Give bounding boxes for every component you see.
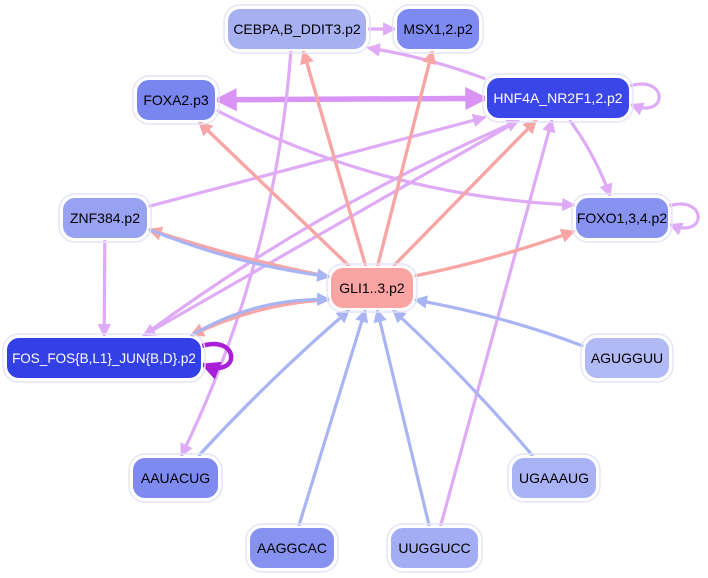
- node-box: [248, 526, 336, 570]
- edge-FOS-GLI[interactable]: [190, 292, 331, 337]
- node-selection-ring: [482, 73, 634, 123]
- edge-AGUGGUU-GLI[interactable]: [413, 295, 584, 348]
- node-CEBPA[interactable]: CEBPA,B_DDIT3.p2: [223, 4, 371, 54]
- edge-GLI-FOXA2[interactable]: [198, 121, 350, 267]
- node-box: [131, 456, 220, 500]
- edge-AAGGCAC-GLI[interactable]: [297, 308, 369, 527]
- edge-FOXA2-FOXO[interactable]: [216, 109, 576, 212]
- node-label: AAUACUG: [141, 470, 210, 486]
- node-FOS[interactable]: FOS_FOS{B,L1}_JUN{B,D}.p2: [2, 333, 206, 383]
- node-label: FOS_FOS{B,L1}_JUN{B,D}.p2: [12, 351, 196, 366]
- node-box: [395, 7, 481, 51]
- node-UGAAAUG[interactable]: UGAAAUG: [507, 453, 601, 503]
- edge-GLI-FOXO[interactable]: [414, 228, 576, 278]
- edge-ZNF384-FOS[interactable]: [97, 239, 111, 338]
- node-selection-ring: [326, 263, 418, 313]
- node-box: [226, 7, 368, 51]
- node-selection-ring: [132, 75, 220, 125]
- edge-CEBPA-AAUACUG[interactable]: [180, 50, 293, 458]
- node-AAUACUG[interactable]: AAUACUG: [128, 453, 223, 503]
- node-selection-ring: [128, 453, 223, 503]
- node-AAGGCAC[interactable]: AAGGCAC: [245, 523, 339, 573]
- node-selection-ring: [2, 333, 206, 383]
- edge-GLI-HNF4A[interactable]: [392, 119, 538, 267]
- node-selection-ring: [571, 193, 673, 243]
- node-label: AGUGGUU: [591, 350, 663, 366]
- node-selection-ring: [580, 333, 674, 383]
- node-selection-ring: [507, 453, 601, 503]
- edge-UUGGUCC-GLI[interactable]: [373, 308, 431, 527]
- self-loop-HNF4A[interactable]: [625, 82, 661, 116]
- node-label: CEBPA,B_DDIT3.p2: [233, 21, 361, 37]
- node-FOXA2[interactable]: FOXA2.p3: [132, 75, 220, 125]
- node-box: [389, 526, 480, 570]
- node-selection-ring: [223, 4, 371, 54]
- node-box: [5, 336, 203, 380]
- node-box: [135, 78, 217, 122]
- node-label: AAGGCAC: [257, 540, 327, 556]
- node-box: [329, 266, 415, 310]
- node-box: [583, 336, 671, 380]
- edge-AAUACUG-GLI[interactable]: [197, 309, 351, 457]
- node-ZNF384[interactable]: ZNF384.p2: [58, 193, 152, 243]
- node-label: FOXO1,3,4.p2: [577, 210, 667, 226]
- node-label: HNF4A_NR2F1,2.p2: [493, 90, 622, 106]
- node-MSX1[interactable]: MSX1,2.p2: [392, 4, 484, 54]
- edge-GLI-MSX1[interactable]: [376, 49, 437, 267]
- node-UUGGUCC[interactable]: UUGGUCC: [386, 523, 483, 573]
- node-box: [574, 196, 670, 240]
- node-selection-ring: [58, 193, 152, 243]
- node-selection-ring: [245, 523, 339, 573]
- edge-ZNF384-HNF4A[interactable]: [148, 113, 487, 208]
- edge-FOS-HNF4A[interactable]: [142, 119, 521, 337]
- node-label: FOXA2.p3: [143, 92, 209, 108]
- edge-UGAAAUG-GLI[interactable]: [392, 309, 534, 457]
- edge-HNF4A-FOXO[interactable]: [568, 119, 613, 198]
- node-box: [510, 456, 598, 500]
- node-label: ZNF384.p2: [70, 210, 140, 226]
- node-selection-ring: [386, 523, 483, 573]
- self-loop-FOXO[interactable]: [664, 202, 700, 236]
- edge-GLI-CEBPA[interactable]: [300, 49, 367, 267]
- node-label: MSX1,2.p2: [403, 21, 472, 37]
- node-selection-ring: [392, 4, 484, 54]
- node-label: UUGGUCC: [398, 540, 470, 556]
- edges-layer: [97, 22, 700, 527]
- node-FOXO[interactable]: FOXO1,3,4.p2: [571, 193, 673, 243]
- node-AGUGGUU[interactable]: AGUGGUU: [580, 333, 674, 383]
- edge-FOXA2-HNF4A[interactable]: [213, 86, 489, 112]
- edge-UUGGUCC-HNF4A[interactable]: [439, 118, 556, 527]
- node-box: [485, 76, 631, 120]
- node-box: [61, 196, 149, 240]
- edge-GLI-FOS[interactable]: [189, 297, 330, 337]
- self-loop-FOS[interactable]: [196, 341, 234, 380]
- node-label: UGAAAUG: [519, 470, 589, 486]
- edge-HNF4A-FOS[interactable]: [142, 119, 520, 337]
- node-HNF4A[interactable]: HNF4A_NR2F1,2.p2: [482, 73, 634, 123]
- edge-ZNF384-GLI[interactable]: [148, 228, 331, 282]
- node-label: GLI1..3.p2: [339, 280, 405, 296]
- node-GLI[interactable]: GLI1..3.p2: [326, 263, 418, 313]
